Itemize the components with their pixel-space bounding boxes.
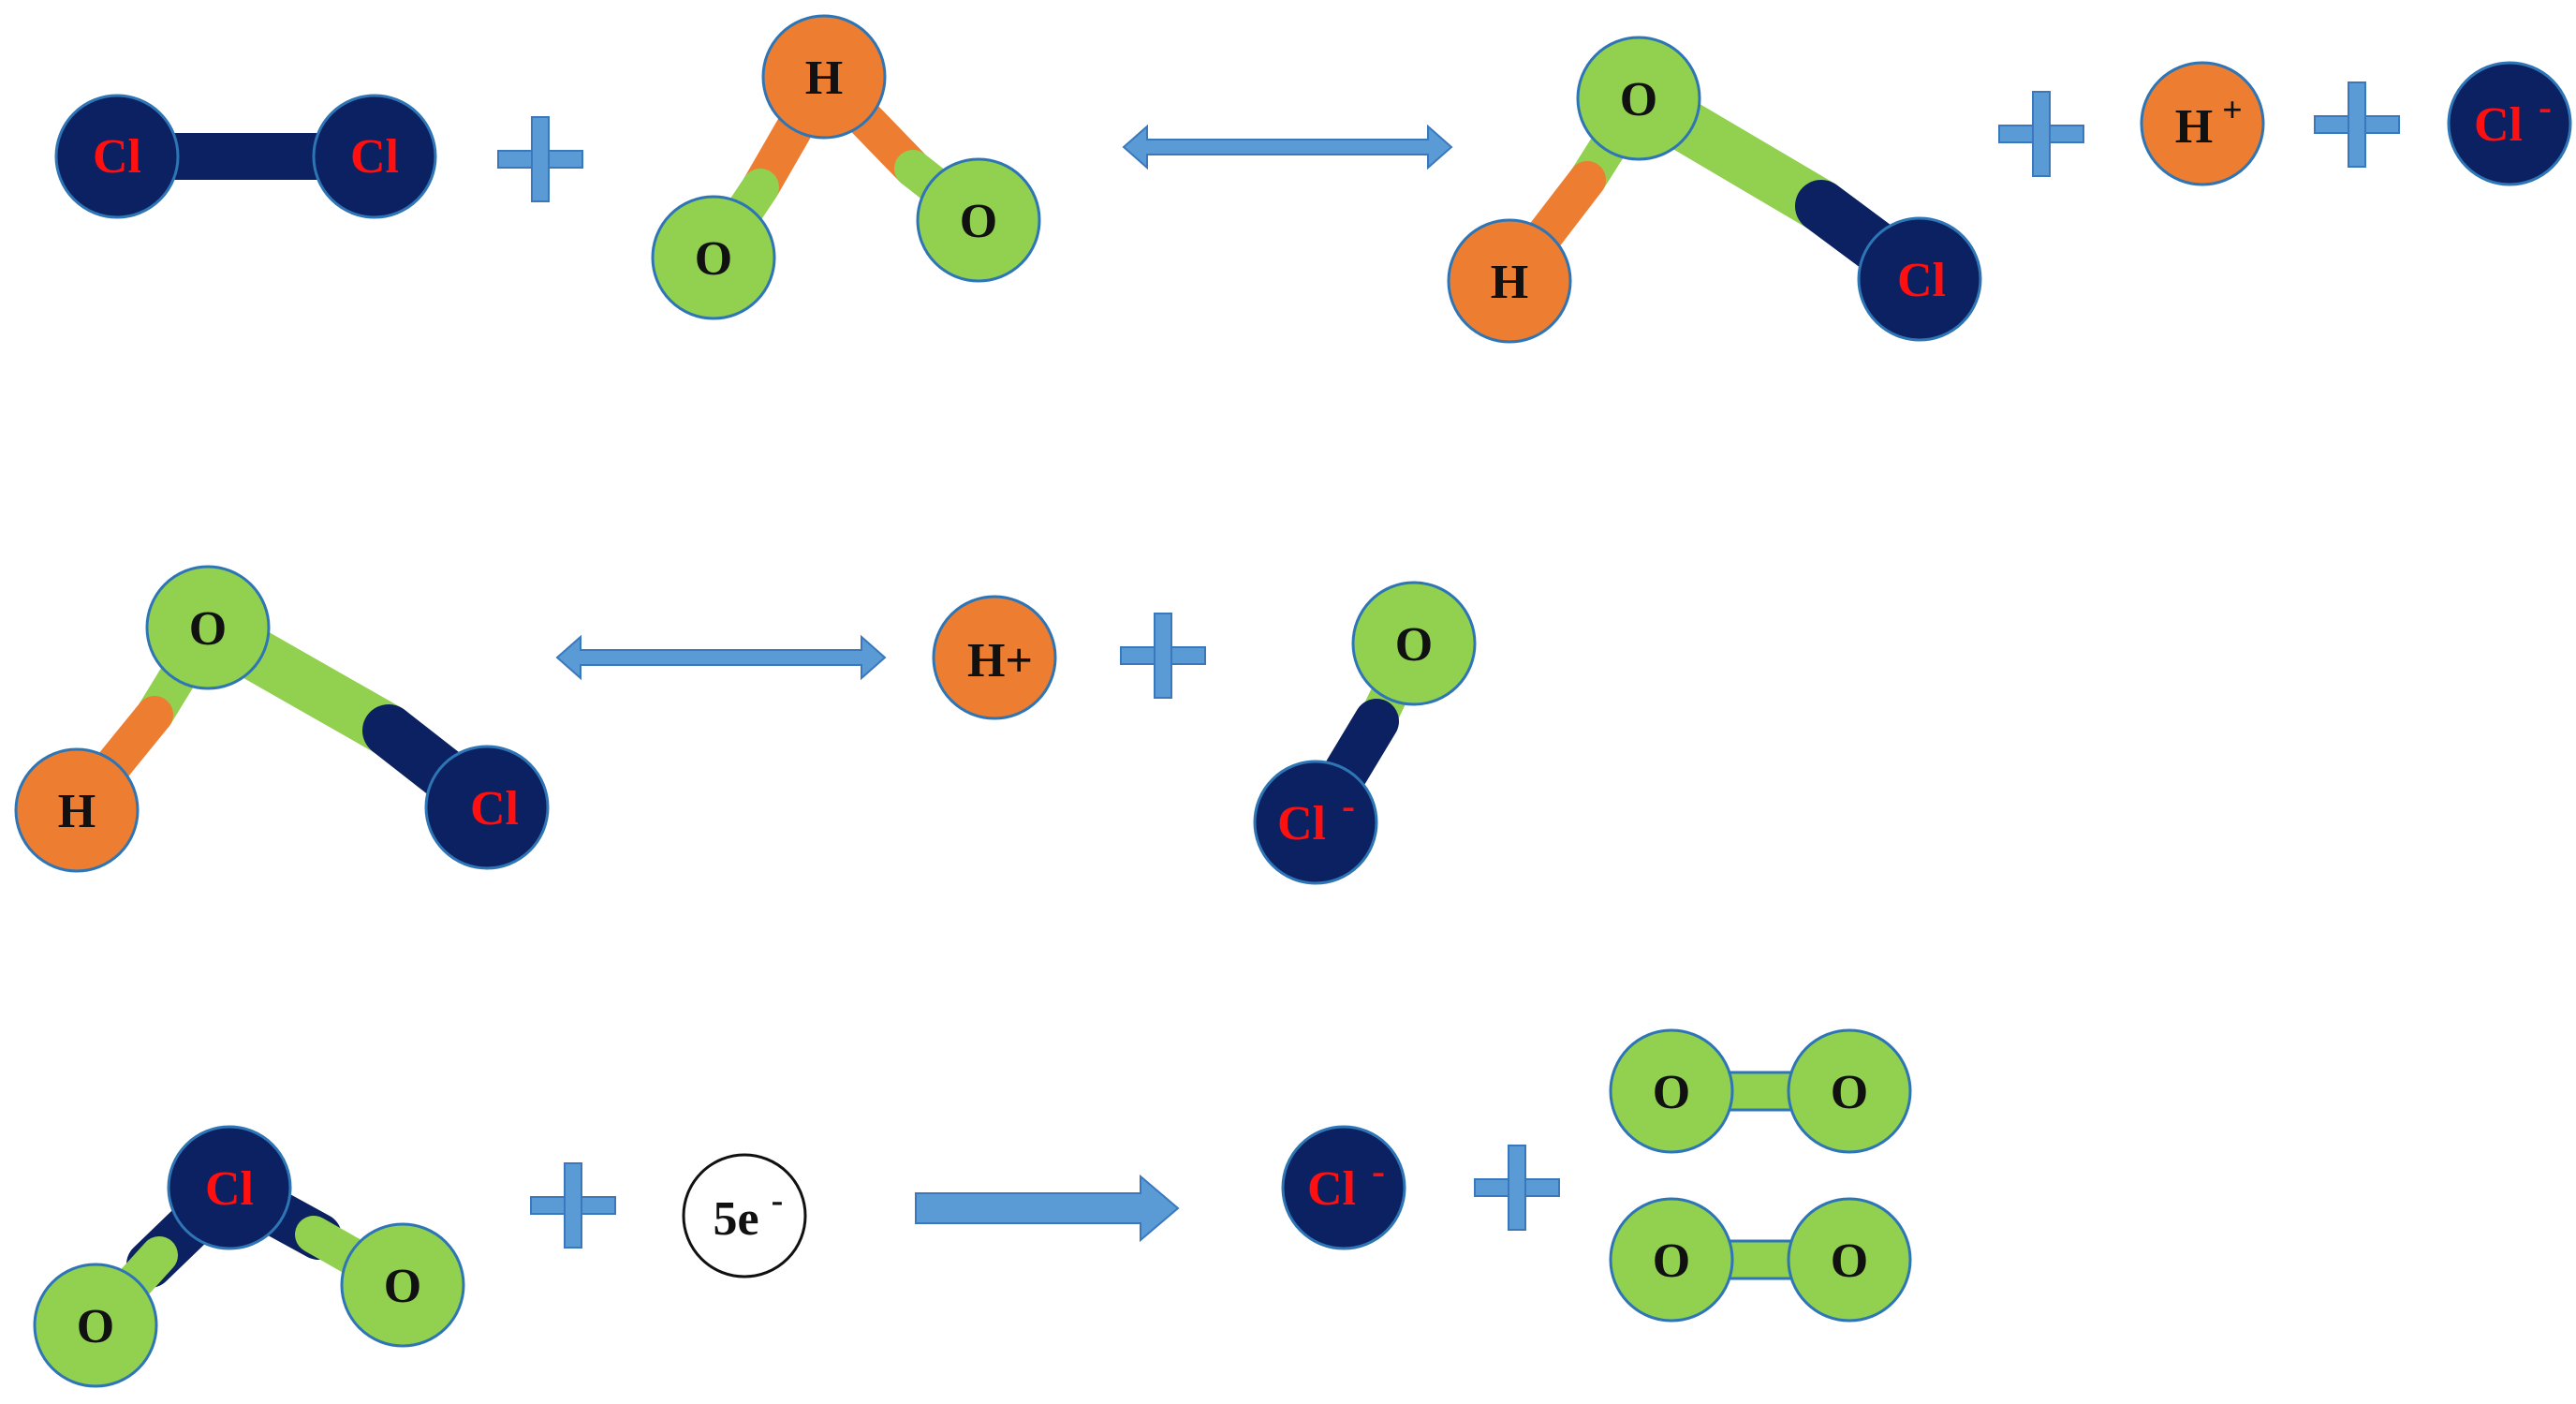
chlorine-atom xyxy=(54,94,180,219)
oxygen-label: O xyxy=(1620,73,1657,126)
oxygen-molecule: O O xyxy=(1609,1028,1912,1154)
hypochlorous-acid-molecule: O H Cl xyxy=(14,565,550,873)
chlorine-atom xyxy=(312,94,437,219)
hypochlorous-acid-molecule: O H Cl xyxy=(1447,36,1982,344)
chloride-label: Cl xyxy=(1307,1162,1356,1216)
electrons: 5e - xyxy=(682,1153,807,1278)
hydrogen-ion-charge: + xyxy=(2222,91,2243,130)
oxygen-atom xyxy=(1609,1028,1734,1154)
hydrogen-atom xyxy=(1447,218,1572,344)
oxygen-atom xyxy=(1609,1197,1734,1323)
oxygen-label: O xyxy=(77,1300,114,1353)
electrons-charge: - xyxy=(772,1181,784,1220)
chlorine-label: Cl xyxy=(93,130,141,184)
chloride-label: Cl xyxy=(1277,797,1326,850)
oxygen-label: O xyxy=(1653,1066,1690,1119)
hydroperoxyl-molecule: O O H xyxy=(651,14,1041,320)
oxygen-label: O xyxy=(189,602,227,656)
electron-circle xyxy=(682,1153,807,1278)
oxygen-label: O xyxy=(1395,618,1433,672)
plus-sign xyxy=(497,116,583,202)
chloride-charge: - xyxy=(1342,785,1355,828)
chlorine-atom xyxy=(424,745,550,870)
oxygen-atom xyxy=(1576,36,1701,161)
plus-sign xyxy=(1120,613,1206,699)
hydrogen-ion-atom xyxy=(2140,61,2265,186)
chlorine-atom xyxy=(1857,216,1982,342)
oxygen-atom xyxy=(651,195,776,320)
oxygen-atom xyxy=(1787,1197,1912,1323)
oxygen-label: O xyxy=(1831,1234,1868,1288)
oxygen-atom xyxy=(340,1222,465,1348)
electrons-label: 5e xyxy=(713,1192,758,1246)
hydrogen-atom xyxy=(14,747,140,873)
chlorine-label: Cl xyxy=(470,782,519,835)
hydrogen-ion: H+ xyxy=(932,595,1057,720)
oxygen-molecule: O O xyxy=(1609,1197,1912,1323)
chloride-ion: Cl - xyxy=(1281,1125,1406,1250)
hydrogen-label: H xyxy=(58,785,96,838)
chloride-charge: - xyxy=(1372,1150,1385,1193)
chlorine-label: Cl xyxy=(350,130,399,184)
forward-arrow xyxy=(915,1174,1180,1243)
oxygen-label: O xyxy=(1831,1066,1868,1119)
chloride-ion: Cl - xyxy=(2447,61,2572,186)
chloride-label: Cl xyxy=(2474,98,2523,152)
hypochlorite-ion: O Cl - xyxy=(1253,581,1477,885)
hydrogen-ion-atom xyxy=(932,595,1057,720)
chlorine-molecule: Cl Cl xyxy=(54,94,437,219)
reversible-arrow xyxy=(1122,124,1453,170)
hydrogen-ion-label: H+ xyxy=(967,634,1033,687)
plus-sign xyxy=(530,1162,616,1249)
oxygen-atom xyxy=(145,565,271,690)
plus-sign xyxy=(2314,81,2400,168)
chloride-atom xyxy=(1253,760,1378,885)
chloride-atom xyxy=(1281,1125,1406,1250)
oxygen-label: O xyxy=(384,1260,421,1313)
oxygen-atom xyxy=(1787,1028,1912,1154)
chloride-atom xyxy=(2447,61,2572,186)
chloride-charge: - xyxy=(2539,86,2552,129)
oxygen-atom xyxy=(33,1263,158,1388)
reaction-1: Cl Cl O O H xyxy=(54,14,2572,344)
chlorine-atom xyxy=(167,1125,292,1250)
chlorine-dioxide-molecule: O O Cl xyxy=(33,1125,465,1388)
hydrogen-atom xyxy=(761,14,887,140)
oxygen-label: O xyxy=(960,195,997,248)
plus-sign xyxy=(1998,91,2084,177)
hydrogen-ion-label: H xyxy=(2175,100,2213,154)
oxygen-atom xyxy=(1351,581,1477,706)
reaction-3: O O Cl 5e - Cl - O xyxy=(33,1028,1912,1388)
reversible-arrow xyxy=(555,634,887,681)
oxygen-label: O xyxy=(695,232,732,286)
chlorine-label: Cl xyxy=(1897,254,1946,307)
hydrogen-ion: H + xyxy=(2140,61,2265,186)
chlorine-label: Cl xyxy=(205,1162,254,1216)
oxygen-atom xyxy=(916,157,1041,283)
hydrogen-label: H xyxy=(805,52,843,105)
reaction-2: O H Cl H+ O Cl - xyxy=(14,565,1477,885)
plus-sign xyxy=(1474,1145,1560,1231)
hydrogen-label: H xyxy=(1491,256,1528,309)
oxygen-label: O xyxy=(1653,1234,1690,1288)
